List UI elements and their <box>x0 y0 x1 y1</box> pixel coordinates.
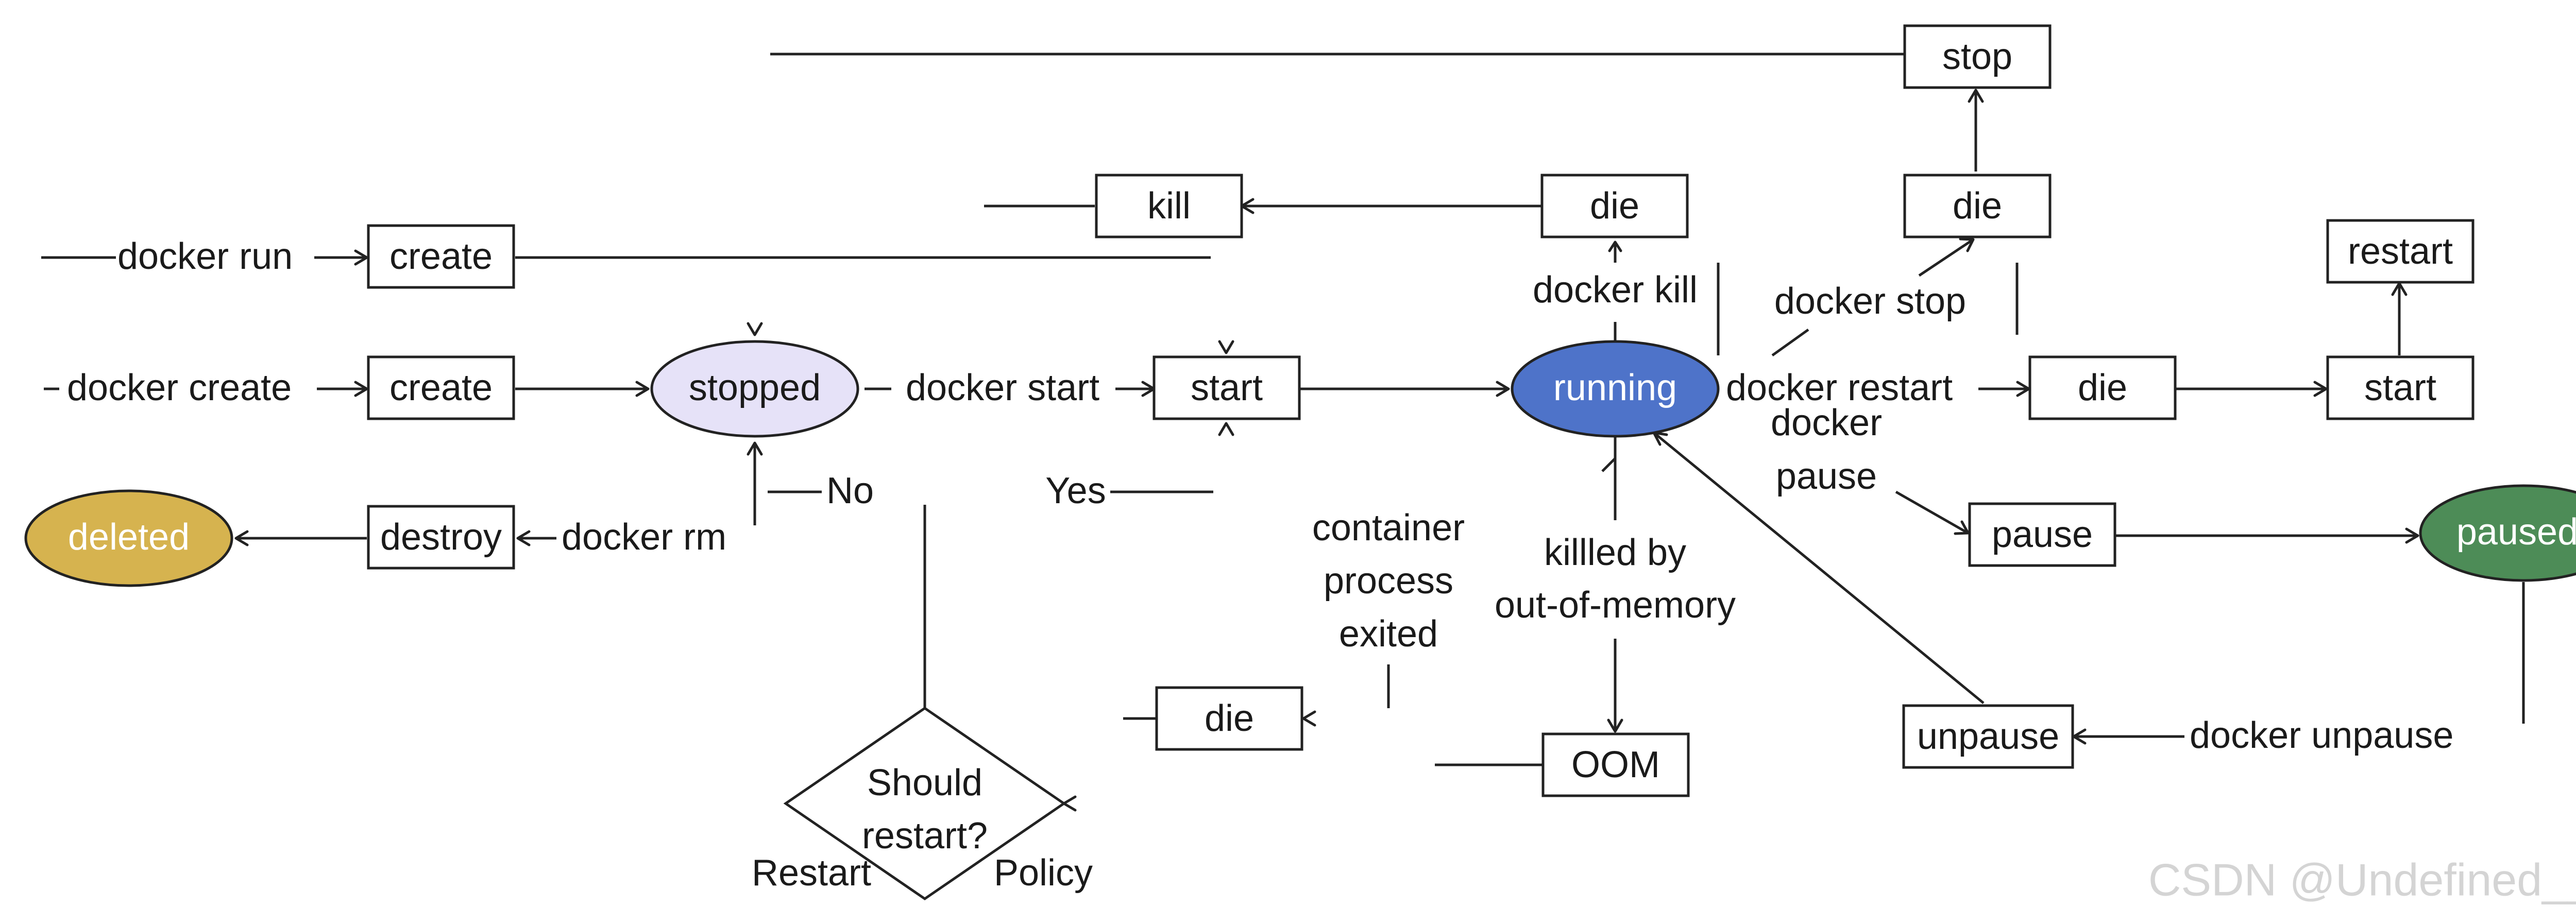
event-destroy-label: destroy <box>380 517 502 558</box>
arrowhead <box>635 381 650 397</box>
arrowhead <box>516 530 531 546</box>
event-unpause-label: unpause <box>1917 716 2059 757</box>
event-create[interactable]: create <box>367 355 515 420</box>
state-paused-label: pausedr <box>2456 511 2576 553</box>
event-die-stop-label: die <box>1953 185 2002 227</box>
arrowhead <box>1302 710 1316 727</box>
command-labels: docker run docker create docker start do… <box>67 236 2453 756</box>
edge-unpause-to-running <box>1653 432 1985 704</box>
arrowhead <box>2313 381 2328 397</box>
arrowhead <box>747 322 763 336</box>
arrowhead <box>2405 527 2419 544</box>
state-stopped-label: stopped <box>689 367 821 408</box>
cmd-container-exit-3: exited <box>1339 613 1438 655</box>
cmd-docker-pause-1: docker <box>1771 402 1882 443</box>
arrowhead <box>1608 241 1622 252</box>
decision-line2: restart? <box>862 815 988 857</box>
state-running-label: running <box>1553 367 1677 408</box>
cmd-docker-rm: docker rm <box>562 517 726 558</box>
cmd-docker-pause-2: pause <box>1776 456 1877 497</box>
cmd-docker-kill: docker kill <box>1533 269 1698 311</box>
edge-dockerstop-to-die <box>1918 238 1974 277</box>
event-kill[interactable]: kill <box>1095 174 1243 238</box>
cmd-container-exit-1: container <box>1312 507 1465 549</box>
event-create-run-label: create <box>389 236 493 277</box>
cmd-docker-unpause: docker unpause <box>2190 715 2453 756</box>
event-die-stop[interactable]: die <box>1903 174 2052 238</box>
arrowhead <box>1959 237 1975 252</box>
state-running-shape <box>1511 340 1720 438</box>
event-nodes: create create destroy start kill die sto… <box>367 24 2475 797</box>
event-destroy[interactable]: destroy <box>367 505 515 570</box>
decision-yes-label: Yes <box>1045 470 1106 511</box>
decision-label-restart: Restart <box>752 852 871 894</box>
event-stop[interactable]: stop <box>1903 24 2052 89</box>
event-start[interactable]: start <box>1153 355 1301 420</box>
event-kill-label: kill <box>1147 185 1191 227</box>
state-deleted-shape <box>24 489 233 587</box>
event-start-restart-label: start <box>2364 367 2436 408</box>
arrowhead <box>1496 381 1510 397</box>
event-start-label: start <box>1191 367 1263 408</box>
edge-dockerpause-to-pause <box>1895 490 1969 535</box>
cmd-oom-kill-2: out-of-memory <box>1495 585 1736 626</box>
event-die-restart[interactable]: die <box>2028 355 2177 420</box>
decision-should-restart[interactable]: Should restart? Restart Policy No Yes <box>752 470 1106 901</box>
decision-diamond <box>783 706 1066 901</box>
cmd-docker-run: docker run <box>117 236 293 277</box>
arrowhead <box>1218 422 1234 436</box>
event-restart-label: restart <box>2348 231 2453 272</box>
state-nodes: stopped running deleted pausedr <box>24 340 2576 587</box>
cmd-oom-kill-1: killled by <box>1544 532 1686 573</box>
event-start-restart[interactable]: start <box>2326 355 2475 420</box>
cmd-docker-start: docker start <box>906 367 1099 408</box>
event-stop-label: stop <box>1942 36 2012 77</box>
event-die-exit-label: die <box>1205 698 1254 739</box>
event-die-kill-label: die <box>1590 185 1639 227</box>
state-paused-shape <box>2419 484 2576 582</box>
event-pause-label: pause <box>1992 514 2093 555</box>
event-pause[interactable]: pause <box>1968 502 2116 567</box>
event-create-label: create <box>389 367 493 408</box>
event-create-run[interactable]: create <box>367 224 515 289</box>
edge-running-to-exited <box>1601 457 1616 472</box>
state-deleted[interactable]: deleted <box>24 489 233 587</box>
event-unpause[interactable]: unpause <box>1902 704 2074 769</box>
arrowhead <box>354 249 368 266</box>
arrowhead <box>1607 718 1623 733</box>
state-running[interactable]: running <box>1511 340 1720 438</box>
event-die-kill[interactable]: die <box>1540 174 1689 238</box>
state-deleted-label: deleted <box>68 517 190 558</box>
decision-no-label: No <box>826 470 874 511</box>
event-die-restart-label: die <box>2078 367 2127 408</box>
cmd-container-exit-2: process <box>1324 560 1453 602</box>
state-stopped[interactable]: stopped <box>650 340 859 438</box>
cmd-docker-restart: docker restart <box>1726 367 1953 408</box>
event-oom-label: OOM <box>1571 744 1660 785</box>
event-die-exit[interactable]: die <box>1155 686 1303 751</box>
edge-running-to-dockerstop <box>1771 328 1809 357</box>
arrowhead <box>1218 340 1234 354</box>
watermark: CSDN @Undefined__yu <box>2148 854 2576 905</box>
state-paused[interactable]: pausedr <box>2419 484 2576 582</box>
state-stopped-shape <box>650 340 859 438</box>
decision-label-policy: Policy <box>994 852 1093 894</box>
arrowhead <box>234 530 249 546</box>
cmd-docker-create: docker create <box>67 367 292 408</box>
arrowhead <box>1968 89 1984 103</box>
arrowhead <box>354 381 368 397</box>
event-oom[interactable]: OOM <box>1541 732 1690 797</box>
cmd-docker-stop: docker stop <box>1774 281 1966 322</box>
event-restart[interactable]: restart <box>2326 219 2475 284</box>
arrowhead <box>1954 520 1970 535</box>
decision-line1: Should <box>867 762 982 803</box>
